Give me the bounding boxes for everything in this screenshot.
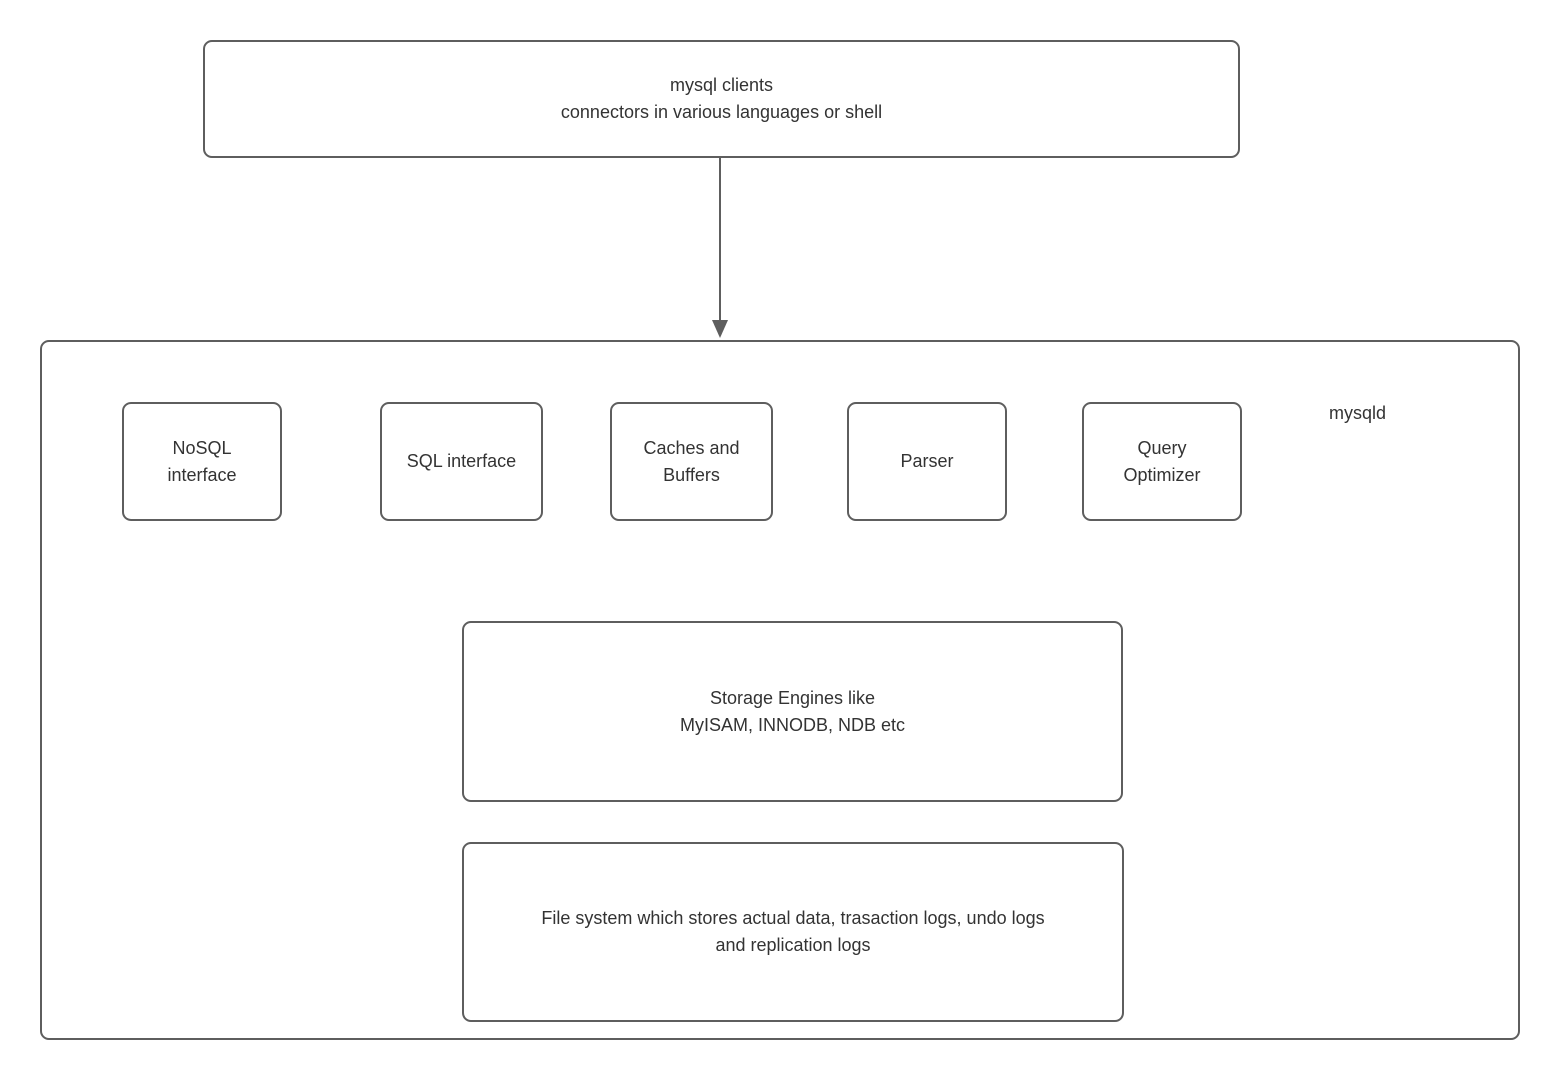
node-mysql-clients-label: mysql clients connectors in various lang… — [560, 75, 883, 122]
node-file-system: File system which stores actual data, tr… — [462, 842, 1124, 1022]
node-caches-and-buffers: Caches and Buffers — [610, 402, 773, 521]
node-storage-engines-label: Storage Engines like MyISAM, INNODB, NDB… — [679, 687, 906, 735]
node-file-system-label: File system which stores actual data, tr… — [541, 908, 1045, 955]
node-caches-and-buffers-label: Caches and Buffers — [643, 437, 740, 485]
node-sql-interface: SQL interface — [380, 402, 543, 521]
node-storage-engines: Storage Engines like MyISAM, INNODB, NDB… — [462, 621, 1123, 802]
container-mysqld: mysqld NoSQL interface SQL interface Cac… — [40, 340, 1520, 1040]
node-parser-label: Parser — [900, 451, 954, 471]
node-mysql-clients: mysql clients connectors in various lang… — [203, 40, 1240, 158]
node-nosql-interface: NoSQL interface — [122, 402, 282, 521]
node-sql-interface-label: SQL interface — [406, 451, 517, 471]
mysqld-container-label: mysqld — [1329, 403, 1387, 423]
connector-arrow-head-icon — [712, 320, 728, 338]
node-nosql-interface-label: NoSQL interface — [167, 437, 237, 485]
connector-arrow-line — [719, 158, 721, 321]
node-query-optimizer: Query Optimizer — [1082, 402, 1242, 521]
node-query-optimizer-label: Query Optimizer — [1123, 437, 1201, 485]
node-parser: Parser — [847, 402, 1007, 521]
